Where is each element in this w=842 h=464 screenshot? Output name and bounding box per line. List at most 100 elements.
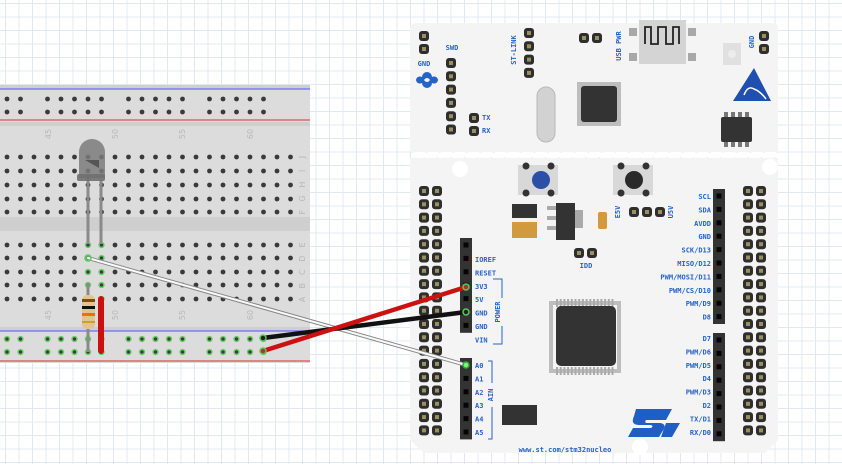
rail-hole[interactable] bbox=[166, 109, 172, 115]
digital-upper-pin[interactable] bbox=[716, 220, 722, 226]
breadboard-hole[interactable] bbox=[98, 268, 105, 276]
breadboard-hole[interactable] bbox=[193, 154, 199, 160]
breadboard-hole[interactable] bbox=[274, 196, 280, 202]
digital-lower-pin[interactable] bbox=[716, 337, 722, 343]
breadboard-hole[interactable] bbox=[18, 182, 23, 188]
rail-hole[interactable] bbox=[246, 335, 254, 343]
breadboard-hole[interactable] bbox=[261, 269, 266, 275]
breadboard-hole[interactable] bbox=[234, 196, 239, 202]
rail-hole[interactable] bbox=[152, 348, 159, 356]
breadboard-hole[interactable] bbox=[166, 269, 172, 275]
breadboard-hole[interactable] bbox=[72, 209, 77, 215]
wire-endpoint[interactable] bbox=[259, 347, 267, 355]
breadboard-hole[interactable] bbox=[207, 182, 212, 188]
breadboard-hole[interactable] bbox=[153, 296, 158, 302]
breadboard-hole[interactable] bbox=[193, 182, 199, 188]
breadboard-hole[interactable] bbox=[4, 196, 10, 202]
breadboard-hole[interactable] bbox=[18, 242, 23, 248]
breadboard-hole[interactable] bbox=[18, 209, 23, 215]
breadboard-hole[interactable] bbox=[45, 255, 50, 261]
breadboard-hole[interactable] bbox=[274, 255, 280, 261]
breadboard-hole[interactable] bbox=[247, 242, 253, 248]
digital-upper-pin[interactable] bbox=[716, 314, 722, 320]
rail-hole[interactable] bbox=[153, 96, 158, 102]
breadboard-hole[interactable] bbox=[45, 296, 50, 302]
breadboard-hole[interactable] bbox=[288, 154, 293, 160]
breadboard-hole[interactable] bbox=[139, 209, 145, 215]
rail-hole[interactable] bbox=[17, 335, 24, 343]
digital-lower-pin[interactable] bbox=[716, 377, 722, 383]
rail-hole[interactable] bbox=[71, 348, 78, 356]
breadboard-hole[interactable] bbox=[180, 196, 185, 202]
breadboard-hole[interactable] bbox=[247, 182, 253, 188]
digital-upper-pin[interactable] bbox=[716, 247, 722, 253]
rail-hole[interactable] bbox=[207, 109, 212, 115]
breadboard-hole[interactable] bbox=[180, 255, 185, 261]
breadboard-hole[interactable] bbox=[153, 168, 158, 174]
breadboard-hole[interactable] bbox=[193, 242, 199, 248]
rail-hole[interactable] bbox=[45, 96, 50, 102]
breadboard-hole[interactable] bbox=[207, 168, 212, 174]
breadboard-hole[interactable] bbox=[180, 269, 185, 275]
breadboard-hole[interactable] bbox=[166, 282, 172, 288]
breadboard-hole[interactable] bbox=[45, 196, 50, 202]
wire-endpoint[interactable] bbox=[462, 283, 470, 291]
breadboard-hole[interactable] bbox=[31, 296, 37, 302]
rail-hole[interactable] bbox=[72, 109, 77, 115]
breadboard-hole[interactable] bbox=[112, 242, 118, 248]
breadboard-hole[interactable] bbox=[126, 182, 131, 188]
rail-hole[interactable] bbox=[3, 348, 11, 356]
rail-hole[interactable] bbox=[4, 109, 10, 115]
digital-upper-pin[interactable] bbox=[716, 193, 722, 199]
rail-hole[interactable] bbox=[219, 348, 227, 356]
wire-endpoint[interactable] bbox=[84, 254, 92, 262]
digital-upper-pin[interactable] bbox=[716, 287, 722, 293]
breadboard-hole[interactable] bbox=[153, 154, 158, 160]
breadboard-hole[interactable] bbox=[180, 296, 185, 302]
power-pin[interactable] bbox=[463, 269, 469, 275]
breadboard-hole[interactable] bbox=[126, 296, 131, 302]
breadboard-hole[interactable] bbox=[112, 196, 118, 202]
rail-hole[interactable] bbox=[207, 96, 212, 102]
breadboard-hole[interactable] bbox=[288, 282, 293, 288]
rail-hole[interactable] bbox=[18, 109, 23, 115]
resistor[interactable] bbox=[82, 283, 95, 352]
breadboard-hole[interactable] bbox=[234, 154, 239, 160]
breadboard-hole[interactable] bbox=[139, 154, 145, 160]
breadboard-hole[interactable] bbox=[234, 282, 239, 288]
digital-lower-pin[interactable] bbox=[716, 431, 722, 437]
breadboard-hole[interactable] bbox=[274, 154, 280, 160]
breadboard-hole[interactable] bbox=[112, 269, 118, 275]
breadboard-hole[interactable] bbox=[45, 269, 50, 275]
breadboard-hole[interactable] bbox=[45, 154, 50, 160]
rail-hole[interactable] bbox=[45, 109, 50, 115]
rail-hole[interactable] bbox=[85, 96, 91, 102]
breadboard-hole[interactable] bbox=[45, 168, 50, 174]
breadboard-hole[interactable] bbox=[84, 268, 92, 276]
breadboard-hole[interactable] bbox=[18, 154, 23, 160]
breadboard-hole[interactable] bbox=[166, 242, 172, 248]
breadboard-hole[interactable] bbox=[4, 242, 10, 248]
breadboard-hole[interactable] bbox=[58, 242, 64, 248]
breadboard-hole[interactable] bbox=[247, 282, 253, 288]
breadboard-hole[interactable] bbox=[207, 242, 212, 248]
breadboard-hole[interactable] bbox=[72, 196, 77, 202]
breadboard-hole[interactable] bbox=[247, 168, 253, 174]
breadboard-hole[interactable] bbox=[58, 182, 64, 188]
breadboard-hole[interactable] bbox=[112, 182, 118, 188]
breadboard-hole[interactable] bbox=[220, 182, 226, 188]
breadboard-hole[interactable] bbox=[207, 282, 212, 288]
rail-hole[interactable] bbox=[246, 348, 254, 356]
breadboard-hole[interactable] bbox=[112, 168, 118, 174]
digital-upper-pin[interactable] bbox=[716, 273, 722, 279]
breadboard-hole[interactable] bbox=[153, 282, 158, 288]
breadboard-hole[interactable] bbox=[31, 168, 37, 174]
breadboard-hole[interactable] bbox=[274, 182, 280, 188]
breadboard-hole[interactable] bbox=[288, 209, 293, 215]
wire-endpoint[interactable] bbox=[259, 334, 267, 342]
breadboard-hole[interactable] bbox=[4, 269, 10, 275]
breadboard-hole[interactable] bbox=[247, 209, 253, 215]
user-button[interactable] bbox=[518, 162, 558, 197]
rail-hole[interactable] bbox=[18, 96, 23, 102]
